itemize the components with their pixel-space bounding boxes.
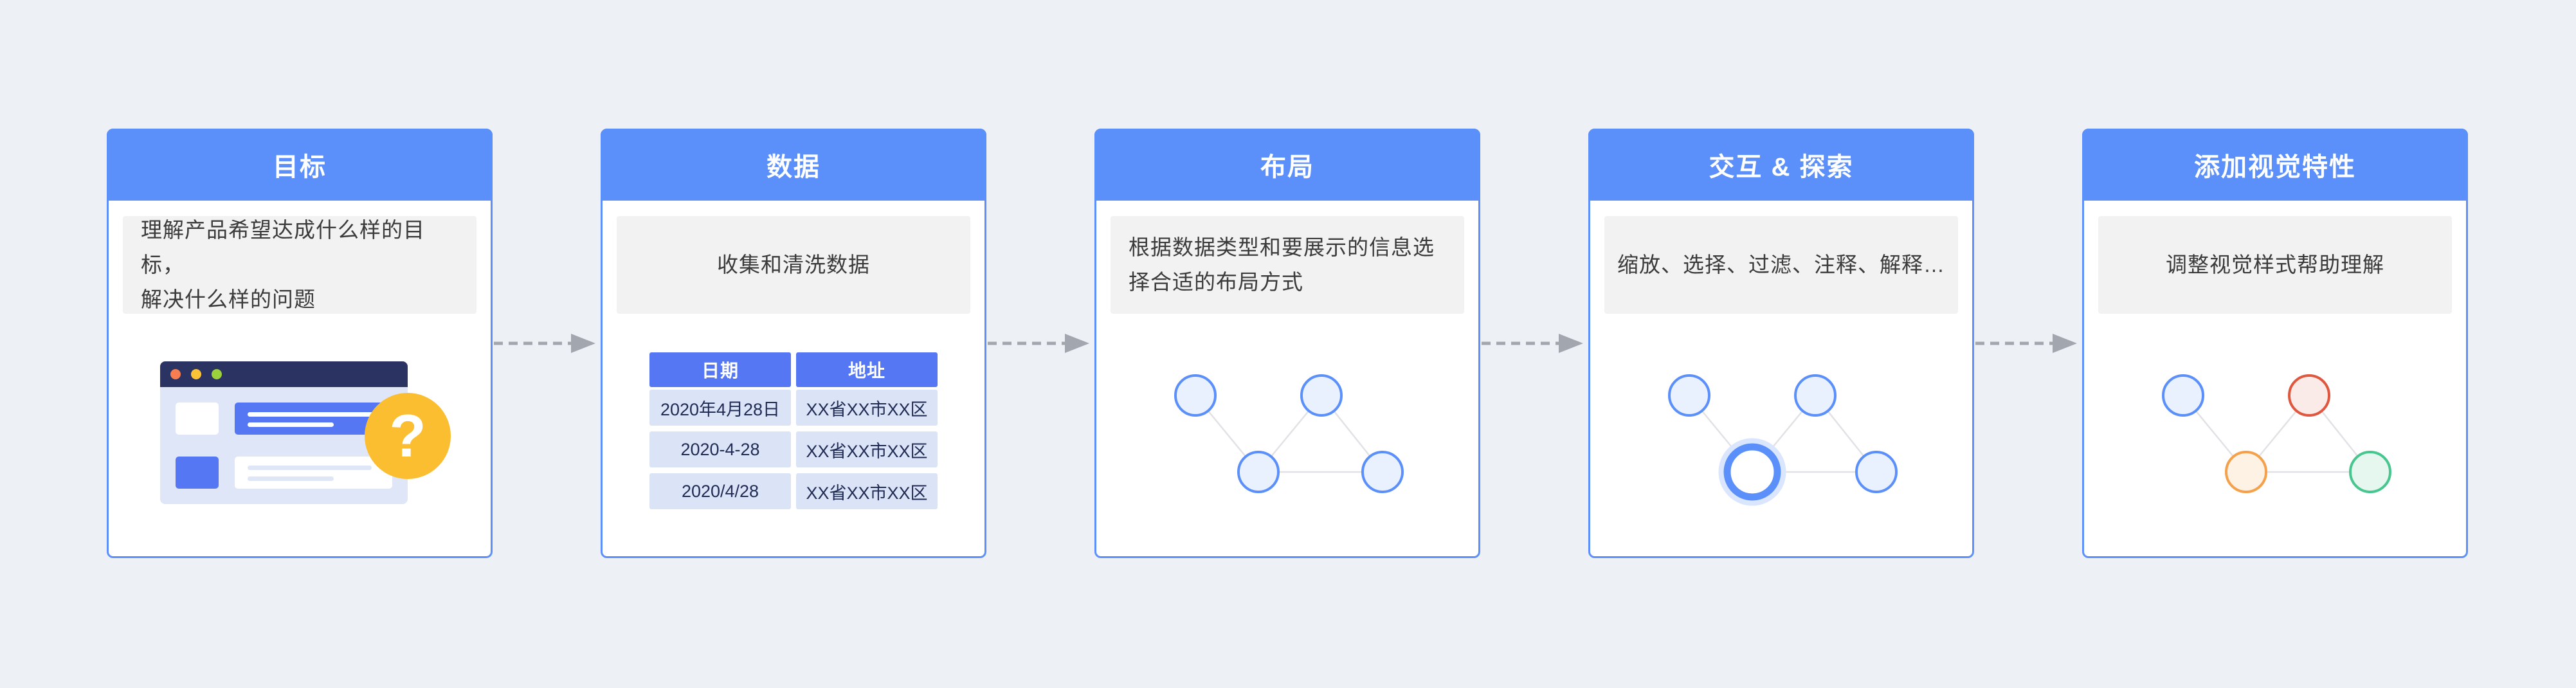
graph-node: [1855, 451, 1898, 493]
page-thumbnail: [176, 457, 219, 489]
table-cell: XX省XX市XX区: [796, 473, 938, 509]
page-thumbnail: [176, 403, 219, 435]
arrow-head: [1065, 334, 1089, 353]
graph-node: [1300, 374, 1343, 417]
flow-arrow-icon: [988, 334, 1089, 353]
table-cell: 2020-4-28: [649, 431, 791, 467]
stage-card-visual-features: 添加视觉特性 调整视觉样式帮助理解: [2082, 129, 2468, 558]
card-title: 布局: [1094, 129, 1480, 201]
card-description: 调整视觉样式帮助理解: [2098, 216, 2452, 314]
graph-node: [1794, 374, 1837, 417]
question-mark-icon: ?: [365, 393, 451, 479]
flow-arrow-icon: [1482, 334, 1583, 353]
stage-card-interaction: 交互 & 探索 缩放、选择、过滤、注释、解释…: [1588, 129, 1974, 558]
arrow-head: [571, 334, 595, 353]
stage-card-data: 数据 收集和清洗数据 日期 地址 2020年4月28日 XX省XX市XX区 20…: [601, 129, 986, 558]
graph-node: [1668, 374, 1710, 417]
text-line: [248, 422, 334, 427]
node-link-graph: [1668, 374, 1898, 506]
graph-node-green: [2349, 451, 2391, 493]
arrow-head: [1559, 334, 1583, 353]
arrow-head: [2053, 334, 2077, 353]
table-cell: XX省XX市XX区: [796, 431, 938, 467]
card-title: 目标: [107, 129, 493, 201]
card-description: 根据数据类型和要展示的信息选 择合适的布局方式: [1111, 216, 1464, 314]
selected-node-halo: [1718, 438, 1786, 506]
card-description: 理解产品希望达成什么样的目标， 解决什么样的问题: [123, 216, 476, 314]
browser-mockup: [160, 361, 408, 504]
page-text-block: [235, 457, 392, 489]
card-title: 交互 & 探索: [1588, 129, 1974, 201]
table-header-cell: 日期: [649, 352, 791, 387]
table-cell: 2020/4/28: [649, 473, 791, 509]
node-link-graph: [1174, 374, 1404, 493]
window-dot-green-icon: [212, 369, 222, 379]
stage-card-layout: 布局 根据数据类型和要展示的信息选 择合适的布局方式: [1094, 129, 1480, 558]
table-cell: XX省XX市XX区: [796, 390, 938, 426]
graph-node: [1237, 451, 1280, 493]
graph-node: [1174, 374, 1217, 417]
graph-node: [1361, 451, 1404, 493]
window-dot-yellow-icon: [191, 369, 201, 379]
card-title: 添加视觉特性: [2082, 129, 2468, 201]
question-mark-glyph: ?: [389, 402, 426, 469]
window-dot-orange-icon: [170, 369, 181, 379]
text-line: [248, 412, 376, 417]
stage-card-goal: 目标 理解产品希望达成什么样的目标， 解决什么样的问题 ?: [107, 129, 493, 558]
flow-arrow-icon: [1975, 334, 2077, 353]
browser-titlebar: [160, 361, 408, 387]
flow-arrow-icon: [494, 334, 595, 353]
text-line: [248, 476, 334, 481]
node-link-graph: [2162, 374, 2391, 493]
graph-node-selected: [1723, 443, 1781, 501]
card-title: 数据: [601, 129, 986, 201]
browser-page: [160, 387, 408, 504]
text-line: [248, 466, 372, 470]
graph-node-orange: [2225, 451, 2267, 493]
card-description: 缩放、选择、过滤、注释、解释…: [1604, 216, 1958, 314]
graph-node-red: [2288, 374, 2330, 417]
table-cell: 2020年4月28日: [649, 390, 791, 426]
card-description: 收集和清洗数据: [617, 216, 970, 314]
graph-node-blue: [2162, 374, 2204, 417]
table-header-cell: 地址: [796, 352, 938, 387]
